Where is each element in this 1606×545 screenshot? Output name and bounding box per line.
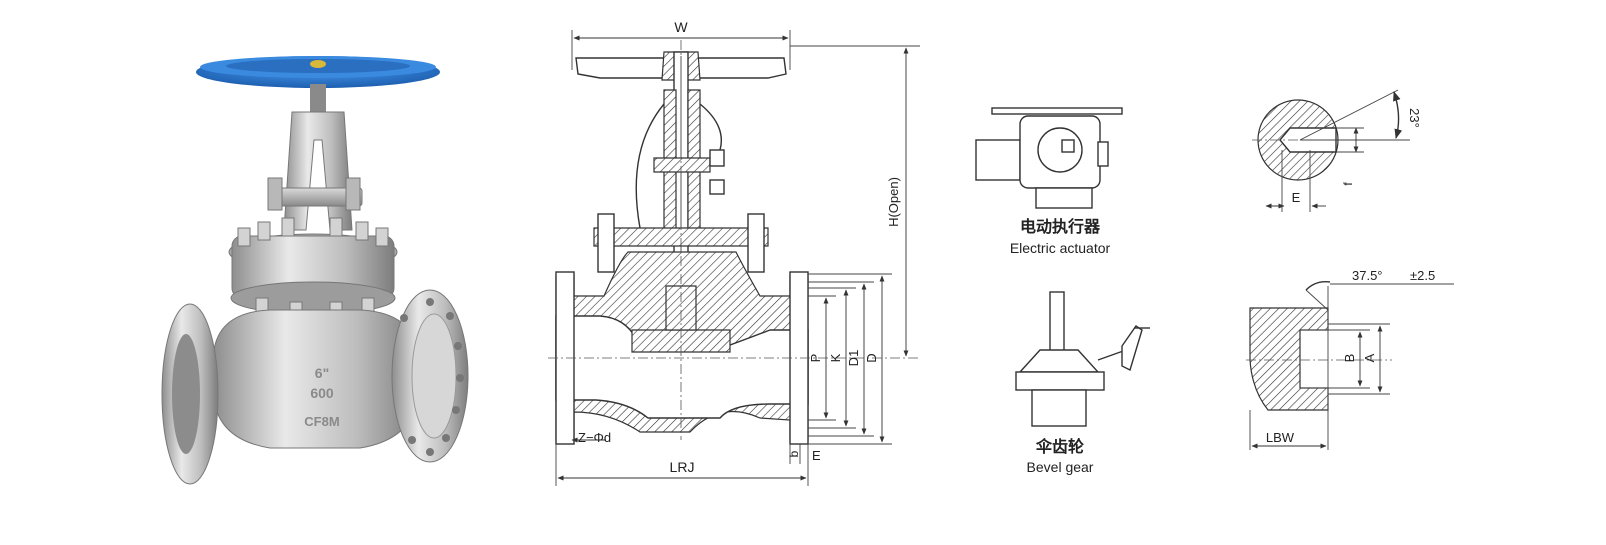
weld-a-label: A: [1362, 353, 1377, 362]
photo-size-marking: 6": [315, 365, 329, 381]
dim-d: D: [864, 353, 879, 362]
bevel-gear-label-en: Bevel gear: [1027, 459, 1094, 475]
dim-e-flange: E: [812, 448, 821, 463]
electric-actuator-label-cn: 电动执行器: [1020, 217, 1101, 236]
weld-angle-label: 37.5°: [1352, 268, 1383, 283]
dim-p: P: [808, 354, 823, 363]
dim-b-flange: b: [787, 450, 801, 457]
bevel-gear-label-cn: 伞齿轮: [1035, 437, 1084, 456]
valve-photo: 6" 600 CF8M: [161, 56, 469, 485]
photo-class-marking: 600: [310, 385, 334, 401]
electric-actuator-drawing: 电动执行器 Electric actuator: [975, 107, 1123, 256]
weld-tolerance-label: ±2.5: [1410, 268, 1435, 283]
stem-detail-drawing: 23° f E: [1252, 89, 1422, 212]
stem-f-label: f: [1341, 182, 1355, 186]
handwheel: [196, 56, 440, 88]
dim-lrj: LRJ: [670, 459, 695, 475]
dim-w: W: [674, 19, 688, 35]
weld-b-label: B: [1342, 354, 1357, 363]
valve-section-drawing: W H(Open) LRJ Z−Φd P K D1 D b E: [548, 19, 920, 486]
electric-actuator-label-en: Electric actuator: [1010, 240, 1111, 256]
stem-e-label: E: [1292, 190, 1301, 205]
dim-h-open: H(Open): [886, 177, 901, 227]
weld-lbw-label: LBW: [1266, 430, 1295, 445]
photo-material-marking: CF8M: [304, 414, 339, 429]
stem-angle-label: 23°: [1407, 108, 1422, 128]
weld-end-drawing: 37.5° ±2.5 B A LBW: [1246, 268, 1454, 450]
dim-z-phi-d: Z−Φd: [578, 430, 611, 445]
bevel-gear-drawing: 伞齿轮 Bevel gear: [1015, 291, 1150, 475]
dim-k: K: [828, 353, 843, 362]
dim-d1: D1: [846, 350, 861, 367]
